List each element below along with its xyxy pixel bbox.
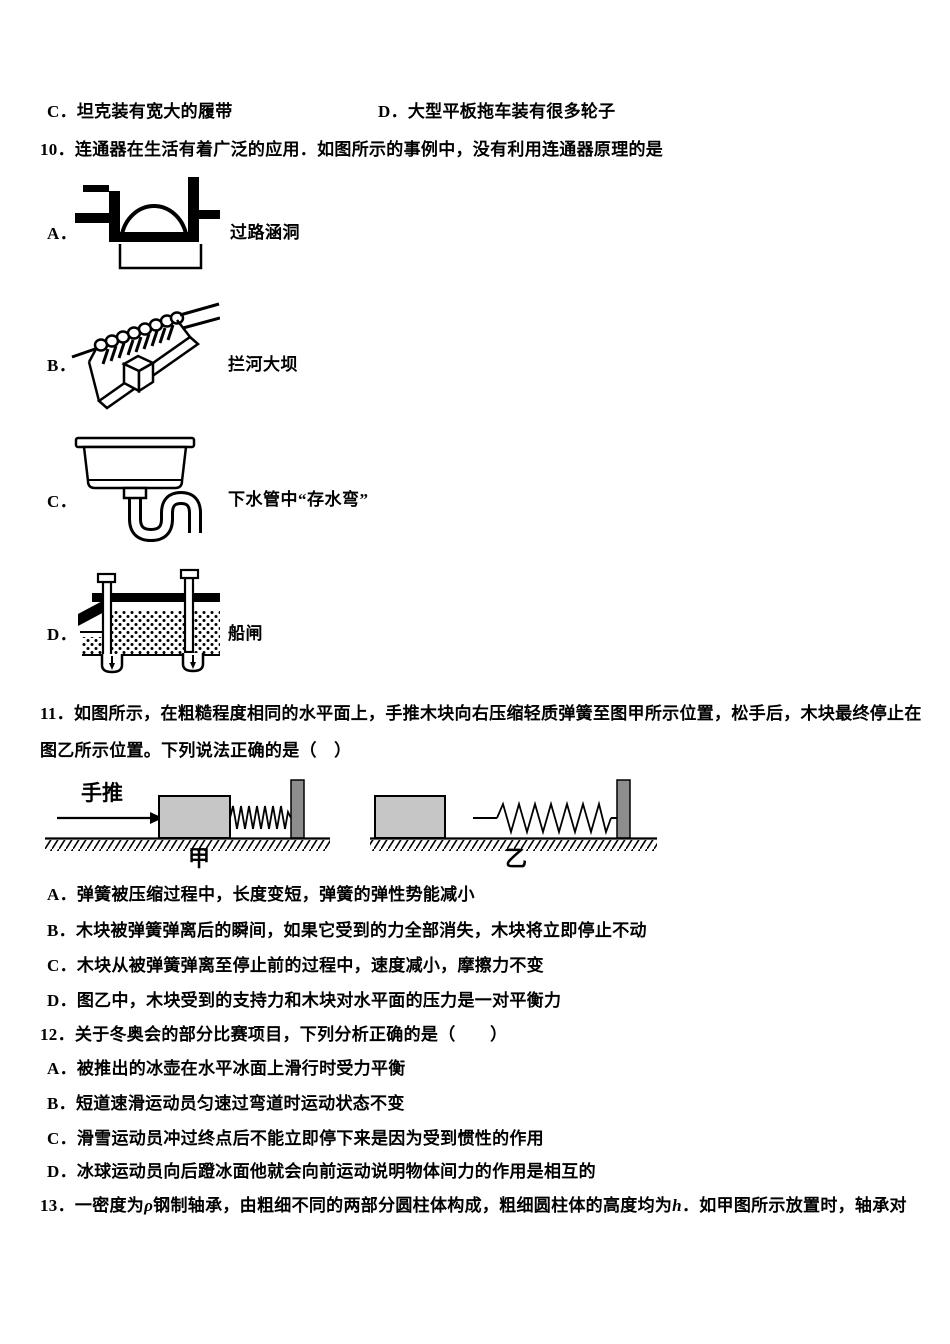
q13-symbol-rho: ρ: [144, 1196, 154, 1215]
q11-stem-line2: 图乙所示位置。下列说法正确的是（ ）: [40, 741, 352, 760]
q10-option-d-label: D．: [47, 625, 78, 644]
q12-option-b: B．短道速滑运动员匀速过弯道时运动状态不变: [47, 1094, 405, 1113]
figure-left-label: 甲: [188, 846, 210, 869]
down-arrow-icon: [190, 662, 196, 669]
q11-option-a: A．弹簧被压缩过程中，长度变短，弹簧的弹性势能减小: [47, 885, 475, 904]
lock-upper-channel: [78, 598, 108, 626]
spring-block-figure: 手推 甲 乙: [45, 779, 657, 869]
dam-block-cube: [121, 354, 156, 394]
q13-stem: 13．一密度为ρ钢制轴承，由粗细不同的两部分圆柱体构成，粗细圆柱体的高度均为h．…: [40, 1195, 907, 1217]
culvert-arch: [119, 204, 189, 236]
q11-option-b: B．木块被弹簧弹离后的瞬间，如果它受到的力全部消失，木块将立即停止不动: [47, 921, 647, 940]
q13-text-3: ．如甲图所示放置时，轴承对: [681, 1196, 907, 1215]
hand-push-label: 手推: [81, 781, 123, 805]
q11-option-d: D．图乙中，木块受到的支持力和木块对水平面的压力是一对平衡力: [47, 991, 562, 1010]
sink-basin: [82, 445, 188, 490]
q12-option-a: A．被推出的冰壶在水平冰面上滑行时受力平衡: [47, 1059, 406, 1078]
spring-extended: [496, 800, 612, 836]
lock-walkway: [92, 593, 220, 602]
q13-symbol-h: h: [672, 1196, 682, 1215]
figure-right-label: 乙: [505, 846, 527, 869]
q9-option-c: C．坦克装有宽大的履带: [47, 102, 233, 121]
q10-option-c-label: C．: [47, 492, 78, 511]
q11-option-c: C．木块从被弹簧弹离至停止前的过程中，速度减小，摩擦力不变: [47, 956, 544, 975]
ship-lock-figure: [78, 568, 220, 674]
ground-hatch-right: [370, 840, 657, 851]
push-arrow-icon: [150, 812, 163, 824]
lock-water-upper: [108, 610, 220, 637]
q13-text-1: 13．一密度为: [40, 1196, 145, 1215]
q12-option-c: C．滑雪运动员冲过终点后不能立即停下来是因为受到惯性的作用: [47, 1129, 544, 1148]
q10-option-b-label: B．: [47, 356, 77, 375]
spring-compressed: [229, 805, 292, 830]
down-arrow-icon: [109, 663, 115, 670]
q10-option-a-label: A．: [47, 224, 78, 243]
q13-text-2: 钢制轴承，由粗细不同的两部分圆柱体构成，粗细圆柱体的高度均为: [153, 1196, 673, 1215]
block-right: [374, 795, 446, 839]
dam-hatch-ticks: [101, 324, 175, 365]
lock-gate-right: [179, 568, 200, 654]
q11-stem-line1: 11．如图所示，在粗糙程度相同的水平面上，手推木块向右压缩轻质弹簧至图甲所示位置…: [40, 704, 922, 723]
q10-stem: 10．连通器在生活有着广泛的应用．如图所示的事例中，没有利用连通器原理的是: [40, 140, 664, 159]
water-scallops: [93, 311, 185, 352]
q10-option-d-caption: 船闸: [228, 624, 263, 643]
q10-option-a-caption: 过路涵洞: [230, 223, 300, 242]
wall-right: [616, 779, 631, 839]
q12-stem: 12．关于冬奥会的部分比赛项目，下列分析正确的是（ ）: [40, 1025, 508, 1044]
trap-pipe-inner: [131, 493, 199, 540]
q12-option-d: D．冰球运动员向后蹬冰面他就会向前运动说明物体间力的作用是相互的: [47, 1162, 596, 1181]
q10-option-b-caption: 拦河大坝: [228, 355, 298, 374]
wall-left: [290, 779, 305, 839]
block-left: [158, 795, 231, 839]
ground-hatch-left: [45, 840, 330, 851]
q9-option-d: D．大型平板拖车装有很多轮子: [378, 102, 616, 121]
drain-trap-figure: [74, 436, 202, 543]
culvert-figure: [75, 177, 220, 270]
q10-option-c-caption: 下水管中“存水弯”: [228, 490, 369, 509]
dam-figure: [71, 302, 220, 410]
